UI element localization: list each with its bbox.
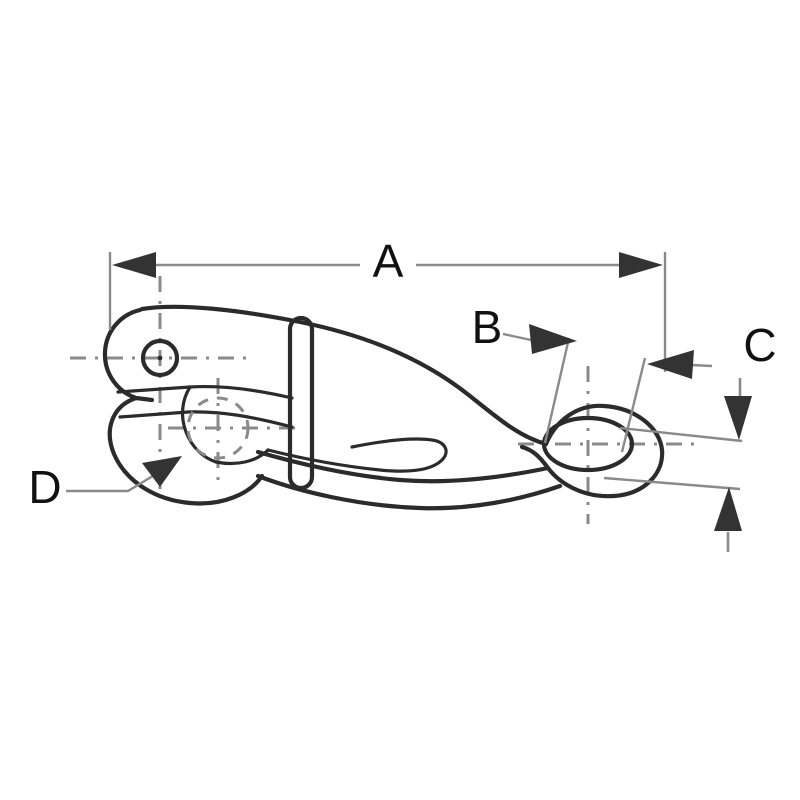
center-post <box>287 315 315 491</box>
dim-a-arrow-left-icon <box>112 252 156 278</box>
dim-b-extension-right <box>620 357 647 453</box>
dim-b-arrow-icon <box>529 324 577 354</box>
dimension-a-group: A <box>108 235 667 372</box>
latch-nose <box>180 385 218 464</box>
body-lower-arm-upper-edge <box>255 449 551 484</box>
dimension-d-group: D <box>28 456 182 513</box>
dim-b-label: B <box>472 301 503 353</box>
dim-c-arrow-bottom-icon <box>714 487 742 531</box>
gate-upper-edge <box>116 384 294 400</box>
dim-b-extension-left <box>543 337 571 444</box>
part-geometry-group <box>102 304 665 511</box>
dimension-c-group: C <box>603 319 777 552</box>
body-top-edge <box>139 304 549 447</box>
dim-c-extension-bottom <box>603 476 741 491</box>
latch-nose-tip <box>214 448 270 466</box>
dim-d-arrow-icon <box>142 456 182 487</box>
left-head-outer-arc <box>102 307 155 403</box>
dim-b-arrow-right-icon <box>647 350 694 379</box>
pivot-pin-center-dot <box>157 355 163 361</box>
dim-c-extension-top <box>619 426 743 443</box>
pivot-pin-circle <box>140 338 180 378</box>
inner-fork-loop <box>266 437 448 473</box>
hidden-bore-circle <box>186 396 250 460</box>
dimension-b-group: B <box>472 301 713 453</box>
dim-c-label: C <box>743 319 776 371</box>
dim-d-label: D <box>28 461 61 513</box>
dim-a-label: A <box>373 235 404 287</box>
dim-c-arrow-top-icon <box>724 396 752 440</box>
right-eye-hole <box>541 415 635 473</box>
dim-a-arrow-right-icon <box>619 252 663 278</box>
left-bottom-bulb <box>107 395 265 506</box>
dim-b-leader <box>502 332 532 342</box>
dim-b-leader-right <box>691 363 713 368</box>
